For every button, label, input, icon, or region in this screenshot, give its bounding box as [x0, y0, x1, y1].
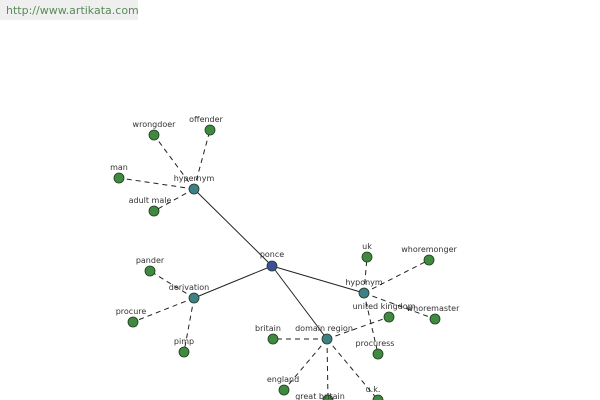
node-label-whoremonger[interactable]: whoremonger	[401, 245, 457, 254]
node-label-uk-1[interactable]: uk	[362, 242, 372, 251]
site-url-banner[interactable]: http://www.artikata.com	[0, 0, 139, 20]
edge-hyponym-whoremonger	[363, 259, 430, 294]
node-uk-1[interactable]	[361, 251, 373, 263]
node-label-adult-male[interactable]: adult male	[129, 196, 172, 205]
node-hyponym[interactable]	[358, 287, 370, 299]
edge-hypernym-offender	[193, 129, 211, 190]
node-procuress[interactable]	[372, 348, 384, 360]
node-england[interactable]	[278, 384, 290, 396]
node-great-britain[interactable]	[322, 394, 334, 400]
edge-domain-region-united-kingdom	[326, 316, 390, 340]
edge-hypernym-adult-male	[153, 188, 195, 212]
nodes-layer	[113, 124, 441, 400]
node-label-britain[interactable]: britain	[255, 324, 281, 333]
edge-ponce-hypernym	[193, 188, 273, 267]
node-adult-male[interactable]	[148, 205, 160, 217]
node-domain-region[interactable]	[321, 333, 333, 345]
node-label-hypernym[interactable]: hypernym	[174, 174, 215, 183]
edge-hypernym-man	[118, 177, 195, 190]
node-label-wrongdoer[interactable]: wrongdoer	[133, 120, 177, 129]
edge-ponce-hyponym	[271, 265, 365, 294]
node-pander[interactable]	[144, 265, 156, 277]
node-label-united-kingdom[interactable]: united kingdom	[353, 302, 416, 311]
node-label-ponce[interactable]: ponce	[260, 250, 284, 259]
node-label-domain-region[interactable]: domain region	[295, 324, 353, 333]
node-label-u-k[interactable]: u.k.	[366, 385, 381, 394]
edge-derivation-procure	[132, 297, 195, 323]
node-united-kingdom[interactable]	[383, 311, 395, 323]
edge-hypernym-wrongdoer	[153, 134, 195, 190]
node-label-man[interactable]: man	[110, 163, 128, 172]
edge-hyponym-uk-1	[363, 256, 368, 294]
edge-domain-region-great-britain	[326, 338, 329, 400]
node-britain[interactable]	[267, 333, 279, 345]
node-u-k[interactable]	[372, 394, 384, 400]
node-offender[interactable]	[204, 124, 216, 136]
node-label-procure[interactable]: procure	[116, 307, 147, 316]
node-derivation[interactable]	[188, 292, 200, 304]
node-label-pander[interactable]: pander	[136, 256, 165, 265]
edge-ponce-domain-region	[271, 265, 328, 340]
node-label-hyponym[interactable]: hyponym	[345, 278, 383, 287]
edges-layer	[118, 129, 436, 400]
node-label-whoremaster[interactable]: whoremaster	[407, 304, 460, 313]
node-label-england[interactable]: england	[267, 375, 299, 384]
node-ponce[interactable]	[266, 260, 278, 272]
node-hypernym[interactable]	[188, 183, 200, 195]
node-man[interactable]	[113, 172, 125, 184]
node-label-great-britain[interactable]: great britain	[295, 392, 345, 400]
node-whoremonger[interactable]	[423, 254, 435, 266]
node-label-pimp[interactable]: pimp	[174, 337, 194, 346]
node-procure[interactable]	[127, 316, 139, 328]
edge-ponce-derivation	[193, 265, 273, 299]
edge-domain-region-u-k	[326, 338, 379, 400]
node-wrongdoer[interactable]	[148, 129, 160, 141]
labels-layer: ponce hypernym derivation hyponym domain reg…	[110, 115, 460, 400]
node-label-offender[interactable]: offender	[189, 115, 223, 124]
edge-domain-region-england	[283, 338, 328, 391]
node-label-procuress[interactable]: procuress	[356, 339, 395, 348]
node-whoremaster[interactable]	[429, 313, 441, 325]
node-pimp[interactable]	[178, 346, 190, 358]
node-label-derivation[interactable]: derivation	[169, 283, 209, 292]
edge-hyponym-whoremaster	[363, 292, 436, 320]
edge-derivation-pimp	[183, 297, 195, 353]
